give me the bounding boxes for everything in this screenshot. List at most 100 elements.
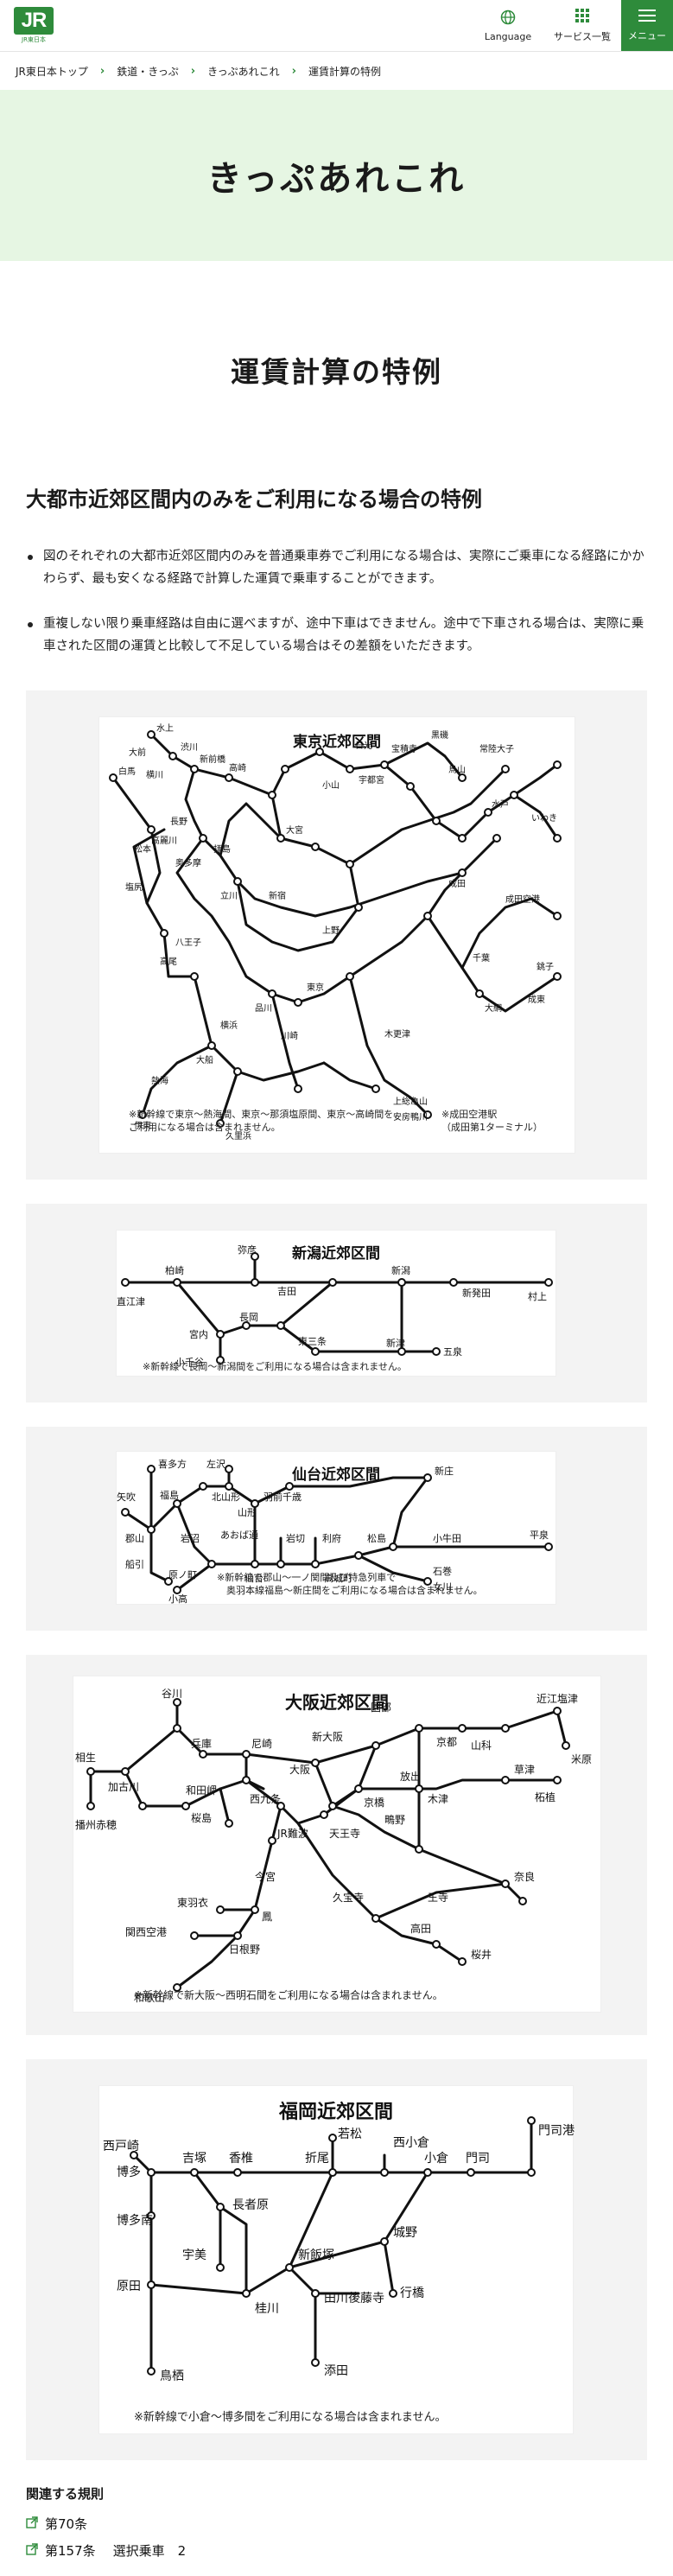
station-label: 小千谷 bbox=[175, 1357, 204, 1368]
station-label: 奈良 bbox=[514, 1870, 535, 1883]
station-label: 横川 bbox=[146, 769, 163, 780]
station-label: 吉塚 bbox=[182, 2152, 206, 2166]
external-link-icon bbox=[26, 2542, 38, 2559]
breadcrumb-item-current: 運賃計算の特例 bbox=[308, 65, 382, 78]
station-label: 添田 bbox=[324, 2364, 348, 2378]
station-label: 鴫野 bbox=[384, 1814, 405, 1826]
map-note: ※成田空港駅 （成田第1ターミナル） bbox=[441, 1109, 543, 1133]
osaka-route-diagram: 谷川 相生 播州赤穂 加古川 兵庫 和田岬 桜島 尼崎 新大阪 大阪 西九条 J… bbox=[75, 1688, 592, 2004]
station-label: 行橋 bbox=[400, 2287, 424, 2300]
station-label: 天王寺 bbox=[329, 1828, 360, 1840]
station-label: 門司港 bbox=[538, 2124, 575, 2138]
site-header: JR JR東日本 Language サービス一覧 メニュー bbox=[0, 0, 673, 52]
map-title: 新潟近郊区間 bbox=[292, 1245, 380, 1263]
station-label: 高麗川 bbox=[151, 835, 177, 846]
station-label: 鳳 bbox=[262, 1911, 272, 1923]
station-label: 東羽衣 bbox=[177, 1896, 208, 1909]
language-button[interactable]: Language bbox=[484, 0, 532, 51]
station-label: 東京 bbox=[307, 982, 324, 993]
map-title: 福岡近郊区間 bbox=[278, 2102, 393, 2123]
station-label: 上総亀山 bbox=[393, 1096, 428, 1107]
map-title: 仙台近郊区間 bbox=[292, 1466, 380, 1484]
hero-title: きっぷあれこれ bbox=[206, 159, 467, 199]
station-label: 大宮 bbox=[286, 824, 303, 836]
sendai-route-diagram: 喜多方 左沢 矢吹 郡山 船引 福島 山形 北山形 羽前千歳 岩沼 あおば通 仙… bbox=[117, 1458, 553, 1605]
breadcrumb: JR東日本トップ › 鉄道・きっぷ › きっぷあれこれ › 運賃計算の特例 bbox=[0, 52, 673, 90]
station-label: 兵庫 bbox=[191, 1738, 212, 1750]
station-label: 吉田 bbox=[277, 1286, 296, 1297]
station-label: 高田 bbox=[410, 1922, 431, 1935]
station-label: 新潟 bbox=[391, 1264, 410, 1276]
services-button[interactable]: サービス一覧 bbox=[549, 0, 615, 51]
station-label: 山形 bbox=[238, 1507, 257, 1518]
related-rules: 関連する規則 第70条 第157条 選択乗車 2 bbox=[26, 2484, 647, 2560]
globe-icon bbox=[500, 10, 516, 28]
station-label: 高城町 bbox=[324, 1572, 352, 1584]
station-label: 大阪 bbox=[289, 1764, 310, 1776]
rule-link-157[interactable]: 第157条 選択乗車 2 bbox=[26, 2541, 647, 2560]
niigata-map-panel: 新潟近郊区間 柏崎 弥彦 吉田 新潟 新発田 村上 直江津 宮内 bbox=[26, 1204, 647, 1402]
station-label: 成田空港 bbox=[505, 894, 540, 905]
station-label: 宝積寺 bbox=[391, 743, 417, 754]
hamburger-icon bbox=[638, 9, 656, 25]
map-note: ※新幹線で郡山〜一ノ関間及び特急列車で 奥羽本線福島〜新庄間をご利用になる場合は… bbox=[217, 1572, 483, 1596]
rule-link-extra: 選択乗車 2 bbox=[112, 2543, 187, 2559]
station-label: 田川後藤寺 bbox=[324, 2292, 384, 2306]
map-title: 東京近郊区間 bbox=[293, 734, 381, 751]
station-label: 谷川 bbox=[162, 1688, 182, 1700]
station-label: 東三条 bbox=[298, 1335, 327, 1347]
station-label: 新大阪 bbox=[312, 1730, 343, 1743]
station-label: 山科 bbox=[471, 1740, 492, 1752]
station-label: 日根野 bbox=[229, 1943, 260, 1956]
station-label: 桜島 bbox=[191, 1811, 212, 1824]
station-label: 女川 bbox=[433, 1581, 452, 1593]
station-label: 奥多摩 bbox=[175, 857, 201, 868]
map-note: ※新幹線で長岡〜新潟間をご利用になる場合は含まれません。 bbox=[143, 1361, 407, 1372]
station-label: 王寺 bbox=[428, 1892, 448, 1904]
station-label: 小倉 bbox=[424, 2152, 448, 2166]
station-label: 北山形 bbox=[212, 1492, 240, 1503]
rule-link-70[interactable]: 第70条 bbox=[26, 2515, 647, 2533]
grid-icon bbox=[575, 8, 590, 26]
station-label: 長野 bbox=[170, 817, 187, 827]
station-label: 塩尻 bbox=[125, 881, 143, 893]
station-label: 郡山 bbox=[125, 1533, 144, 1544]
chevron-right-icon: › bbox=[190, 64, 196, 78]
bullet-item: 重複しない限り乗車経路は自由に選べますが、途中下車はできません。途中で下車される… bbox=[26, 613, 647, 658]
bullet-list: 図のそれぞれの大都市近郊区間内のみを普通乗車券でご利用になる場合は、実際にご乗車… bbox=[26, 545, 647, 658]
hero-banner: きっぷあれこれ bbox=[0, 90, 673, 261]
breadcrumb-item-tickets[interactable]: きっぷあれこれ bbox=[207, 65, 280, 78]
station-label: 大前 bbox=[129, 747, 146, 758]
station-label: 米原 bbox=[571, 1753, 592, 1765]
map-note: ※新幹線で新大阪〜西明石間をご利用になる場合は含まれません。 bbox=[134, 1989, 443, 2001]
menu-button[interactable]: メニュー bbox=[621, 0, 673, 51]
station-label: 新発田 bbox=[462, 1287, 491, 1299]
related-rules-title: 関連する規則 bbox=[26, 2486, 105, 2502]
chevron-right-icon: › bbox=[291, 64, 297, 78]
station-label: 放出 bbox=[400, 1770, 421, 1783]
station-label: 博多 bbox=[117, 2165, 141, 2179]
logo-mark: JR bbox=[14, 7, 54, 35]
station-label: 新津 bbox=[386, 1337, 405, 1349]
station-label: 岩沼 bbox=[181, 1532, 200, 1544]
osaka-map-panel: 大阪近郊区間 bbox=[26, 1655, 647, 2035]
station-label: 原ノ町 bbox=[168, 1569, 197, 1581]
station-label: 矢吹 bbox=[117, 1491, 136, 1503]
station-label: 岩切 bbox=[286, 1532, 305, 1544]
station-label: 今宮 bbox=[255, 1870, 276, 1883]
station-label: 高崎 bbox=[229, 762, 246, 773]
station-label: 成東 bbox=[528, 994, 545, 1005]
station-label: 折尾 bbox=[305, 2152, 329, 2166]
station-label: 福島 bbox=[160, 1489, 179, 1501]
page-title: 運賃計算の特例 bbox=[231, 355, 442, 389]
station-label: 村上 bbox=[528, 1290, 547, 1302]
station-label: 白馬 bbox=[118, 766, 136, 777]
jr-east-logo[interactable]: JR JR東日本 bbox=[14, 7, 54, 45]
station-label: 松本 bbox=[134, 843, 151, 855]
station-label: 直江津 bbox=[117, 1295, 145, 1307]
tokyo-route-diagram: 水上 渋川 大前 新前橋 白馬 横川 高崎 長野 松本 塩尻 高麗川 奥多摩 拝… bbox=[109, 723, 562, 1142]
breadcrumb-item-top[interactable]: JR東日本トップ bbox=[16, 65, 88, 78]
breadcrumb-item-rail[interactable]: 鉄道・きっぷ bbox=[117, 65, 179, 78]
station-label: 八王子 bbox=[175, 938, 201, 948]
station-label: 桜井 bbox=[471, 1949, 492, 1961]
